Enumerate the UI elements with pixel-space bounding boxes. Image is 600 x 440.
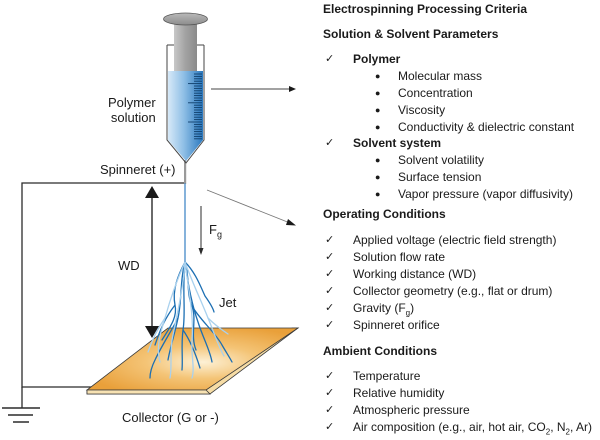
item-text: Vapor pressure (vapor diffusivity)	[398, 187, 573, 201]
bullet-icon: ●	[375, 172, 381, 182]
n2-subscript: 2	[565, 427, 570, 437]
gravity-close-paren: )	[410, 301, 415, 315]
wd-arrow	[145, 186, 159, 338]
gravity-force-label: Fg	[209, 222, 222, 240]
check-icon: ✓	[325, 421, 335, 433]
fiber-jet	[147, 183, 233, 379]
item-text: Viscosity	[398, 103, 446, 117]
check-icon: ✓	[325, 404, 335, 416]
syringe-graduations	[188, 73, 202, 140]
circuit-wire	[21, 182, 185, 408]
working-distance-label: WD	[118, 258, 140, 273]
check-icon: ✓	[325, 137, 335, 149]
item-text: Solvent volatility	[398, 153, 485, 167]
gravity-arrow	[198, 206, 204, 255]
check-icon: ✓	[325, 370, 335, 382]
check-icon: ✓	[325, 268, 335, 280]
item-text: Surface tension	[398, 170, 482, 184]
air-text-mid: , N	[550, 420, 566, 434]
bullet-icon: ●	[375, 189, 381, 199]
item-text: Working distance (WD)	[353, 267, 477, 281]
gravity-text: Gravity (F	[353, 301, 406, 315]
section-heading-ambient: Ambient Conditions	[323, 344, 437, 358]
item-text: Conductivity & dielectric constant	[398, 120, 575, 134]
item-text: Applied voltage (electric field strength…	[353, 233, 557, 247]
gravity-subscript: g	[216, 229, 222, 240]
check-icon: ✓	[325, 302, 335, 314]
air-text-suffix: , Ar)	[570, 420, 593, 434]
group-label: Solvent system	[353, 136, 442, 150]
bullet-icon: ●	[375, 155, 381, 165]
bullet-icon: ●	[375, 122, 381, 132]
bullet-icon: ●	[375, 105, 381, 115]
check-icon: ✓	[325, 234, 335, 246]
item-text: Relative humidity	[353, 386, 445, 400]
section-heading-solution: Solution & Solvent Parameters	[323, 27, 499, 41]
item-text: Molecular mass	[398, 69, 483, 83]
item-text: Gravity (Fg)	[353, 301, 415, 318]
item-text: Collector geometry (e.g., flat or drum)	[353, 284, 553, 298]
item-text: Air composition (e.g., air, hot air, CO2…	[353, 420, 593, 437]
polymer-solution-label: Polymer solution	[108, 95, 156, 125]
check-icon: ✓	[325, 251, 335, 263]
item-text: Temperature	[353, 369, 421, 383]
spinneret-needle	[184, 160, 187, 184]
jet-label: Jet	[219, 295, 237, 310]
pointer-arrow-solution	[211, 86, 296, 92]
gravity-symbol: F	[209, 222, 217, 237]
group-label: Polymer	[353, 52, 401, 66]
item-text: Spinneret orifice	[353, 318, 440, 332]
pointer-arrow-operating	[206, 189, 296, 226]
setup-illustration	[2, 12, 300, 423]
electrospinning-setup-diagram: Polymer solution Spinneret (+) WD Fg Jet…	[2, 12, 300, 425]
bullet-icon: ●	[375, 88, 381, 98]
criteria-title: Electrospinning Processing Criteria	[323, 2, 528, 16]
collector-label: Collector (G or -)	[122, 410, 219, 425]
check-icon: ✓	[325, 387, 335, 399]
gravity-subscript: g	[405, 308, 411, 318]
co2-subscript: 2	[545, 427, 551, 437]
polymer-label-line2: solution	[110, 110, 156, 125]
spinneret-label: Spinneret (+)	[100, 162, 176, 177]
ground-icon	[2, 407, 40, 423]
bullet-icon: ●	[375, 71, 381, 81]
check-icon: ✓	[325, 319, 335, 331]
polymer-label-line1: Polymer	[108, 95, 156, 110]
item-text: Atmospheric pressure	[353, 403, 470, 417]
syringe	[163, 12, 208, 164]
item-text: Solution flow rate	[353, 250, 446, 264]
check-icon: ✓	[325, 53, 335, 65]
section-heading-operating: Operating Conditions	[323, 207, 446, 221]
air-text-prefix: Air composition (e.g., air, hot air, CO	[353, 420, 546, 434]
item-text: Concentration	[398, 86, 473, 100]
check-icon: ✓	[325, 285, 335, 297]
